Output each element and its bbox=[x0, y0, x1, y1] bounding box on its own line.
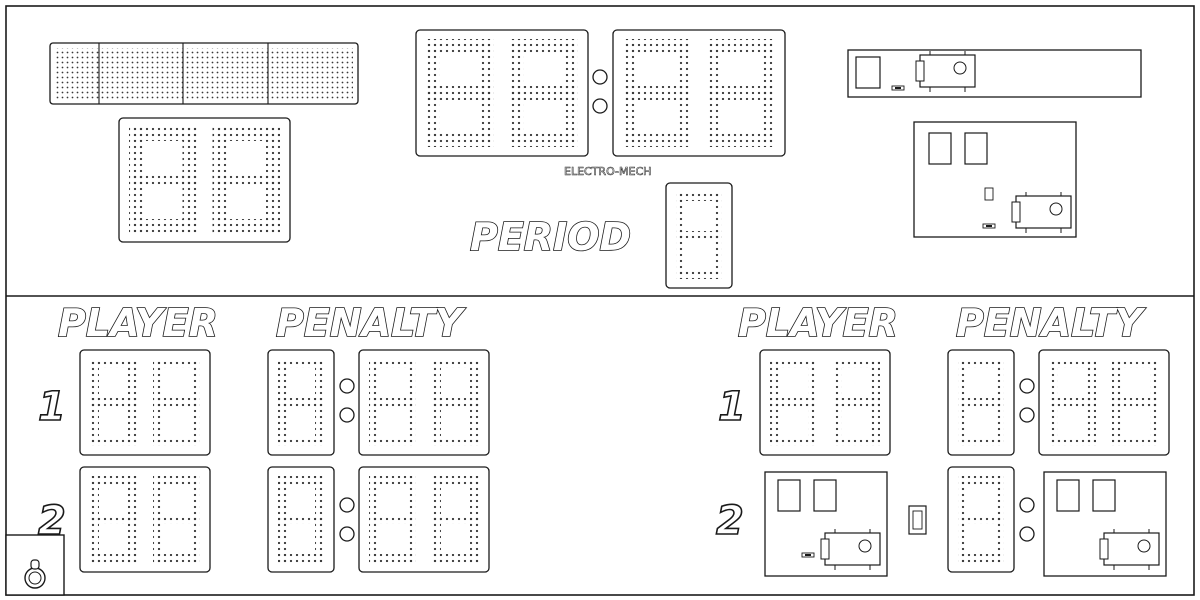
controller-box-icon-penalty-2 bbox=[1043, 471, 1167, 577]
clock-seconds-display bbox=[612, 29, 786, 157]
brand-logo: ELECTRO-MECH bbox=[561, 159, 652, 181]
penalty-colon-left-2 bbox=[339, 497, 355, 542]
period-display bbox=[665, 182, 733, 289]
player-display-left-1 bbox=[79, 349, 211, 456]
player-display-right-1-digit-1 bbox=[770, 359, 817, 446]
message-display bbox=[49, 42, 359, 105]
penalty-colon-left-1 bbox=[339, 378, 355, 423]
player-label-right: PLAYER bbox=[738, 301, 898, 345]
player-display-left-1-digit-1 bbox=[90, 359, 137, 446]
fuse-icon-top bbox=[891, 85, 905, 91]
row-number-1-left: 1 bbox=[38, 384, 66, 430]
player-display-left-1-digit-2 bbox=[153, 359, 200, 446]
clock-seconds-display-digit-2 bbox=[707, 39, 775, 147]
controller-layer bbox=[764, 49, 1167, 577]
fuse-icon-main bbox=[982, 223, 996, 229]
period-label: PERIOD bbox=[470, 215, 631, 259]
score-display-left-digit-2 bbox=[212, 127, 280, 233]
clock-minutes-display-digit-2 bbox=[510, 39, 578, 147]
penalty-label-right: PENALTY bbox=[956, 301, 1146, 345]
penalty-seconds-left-2-digit-2 bbox=[432, 476, 479, 563]
brand-logo-text: ELECTRO-MECH bbox=[564, 165, 651, 178]
penalty-minutes-right-2 bbox=[947, 466, 1015, 573]
penalty-seconds-left-2 bbox=[358, 466, 490, 573]
player-display-left-2-digit-1 bbox=[90, 476, 137, 563]
row-number-2-right: 2 bbox=[716, 498, 744, 544]
controller-box-icon-player-2 bbox=[764, 471, 888, 577]
player-display-left-2-digit-2 bbox=[153, 476, 200, 563]
penalty-minutes-right-1-digit-1 bbox=[958, 359, 1004, 446]
cable-connector-icon-top bbox=[915, 51, 976, 92]
penalty-colon-right-1 bbox=[1019, 378, 1035, 423]
penalty-seconds-right-1-digit-1 bbox=[1049, 359, 1096, 446]
penalty-seconds-left-1 bbox=[358, 349, 490, 456]
penalty-colon-right-2 bbox=[1019, 497, 1035, 542]
player-label-left: PLAYER bbox=[58, 301, 218, 345]
clock-minutes-display bbox=[415, 29, 589, 157]
score-display-left bbox=[118, 117, 291, 243]
penalty-minutes-right-1 bbox=[947, 349, 1015, 456]
penalty-minutes-left-1-digit-1 bbox=[278, 359, 324, 446]
controller-box-icon-main bbox=[913, 121, 1077, 238]
player-display-left-2 bbox=[79, 466, 211, 573]
fuse-icon-player-2 bbox=[801, 552, 815, 558]
penalty-minutes-right-2-digit-1 bbox=[958, 476, 1004, 563]
penalty-seconds-right-1 bbox=[1038, 349, 1170, 456]
clock-colon bbox=[592, 69, 608, 114]
penalty-minutes-left-1 bbox=[267, 349, 335, 456]
row-number-1-right: 1 bbox=[718, 384, 746, 430]
penalty-seconds-right-1-digit-2 bbox=[1112, 359, 1159, 446]
horn-icon bbox=[5, 534, 65, 596]
controller-box-icon bbox=[847, 49, 1142, 98]
controller-box-icon-player-2-connector bbox=[820, 529, 881, 570]
clock-seconds-display-digit-1 bbox=[623, 39, 691, 147]
penalty-minutes-left-2-digit-1 bbox=[278, 476, 324, 563]
penalty-minutes-left-2 bbox=[267, 466, 335, 573]
player-display-right-1-digit-2 bbox=[833, 359, 880, 446]
cable-connector-icon-main bbox=[1011, 192, 1072, 233]
controller-box-icon-penalty-2-connector bbox=[1099, 529, 1160, 570]
light-switch-icon bbox=[908, 505, 927, 535]
period-display-digit-1 bbox=[676, 192, 722, 279]
penalty-label-left: PENALTY bbox=[276, 301, 466, 345]
digit-layer bbox=[79, 29, 1170, 573]
penalty-seconds-left-1-digit-2 bbox=[432, 359, 479, 446]
penalty-seconds-left-2-digit-1 bbox=[369, 476, 416, 563]
clock-minutes-display-digit-1 bbox=[426, 39, 494, 147]
player-display-right-1 bbox=[759, 349, 891, 456]
penalty-seconds-left-1-digit-1 bbox=[369, 359, 416, 446]
score-display-left-digit-1 bbox=[129, 127, 197, 233]
